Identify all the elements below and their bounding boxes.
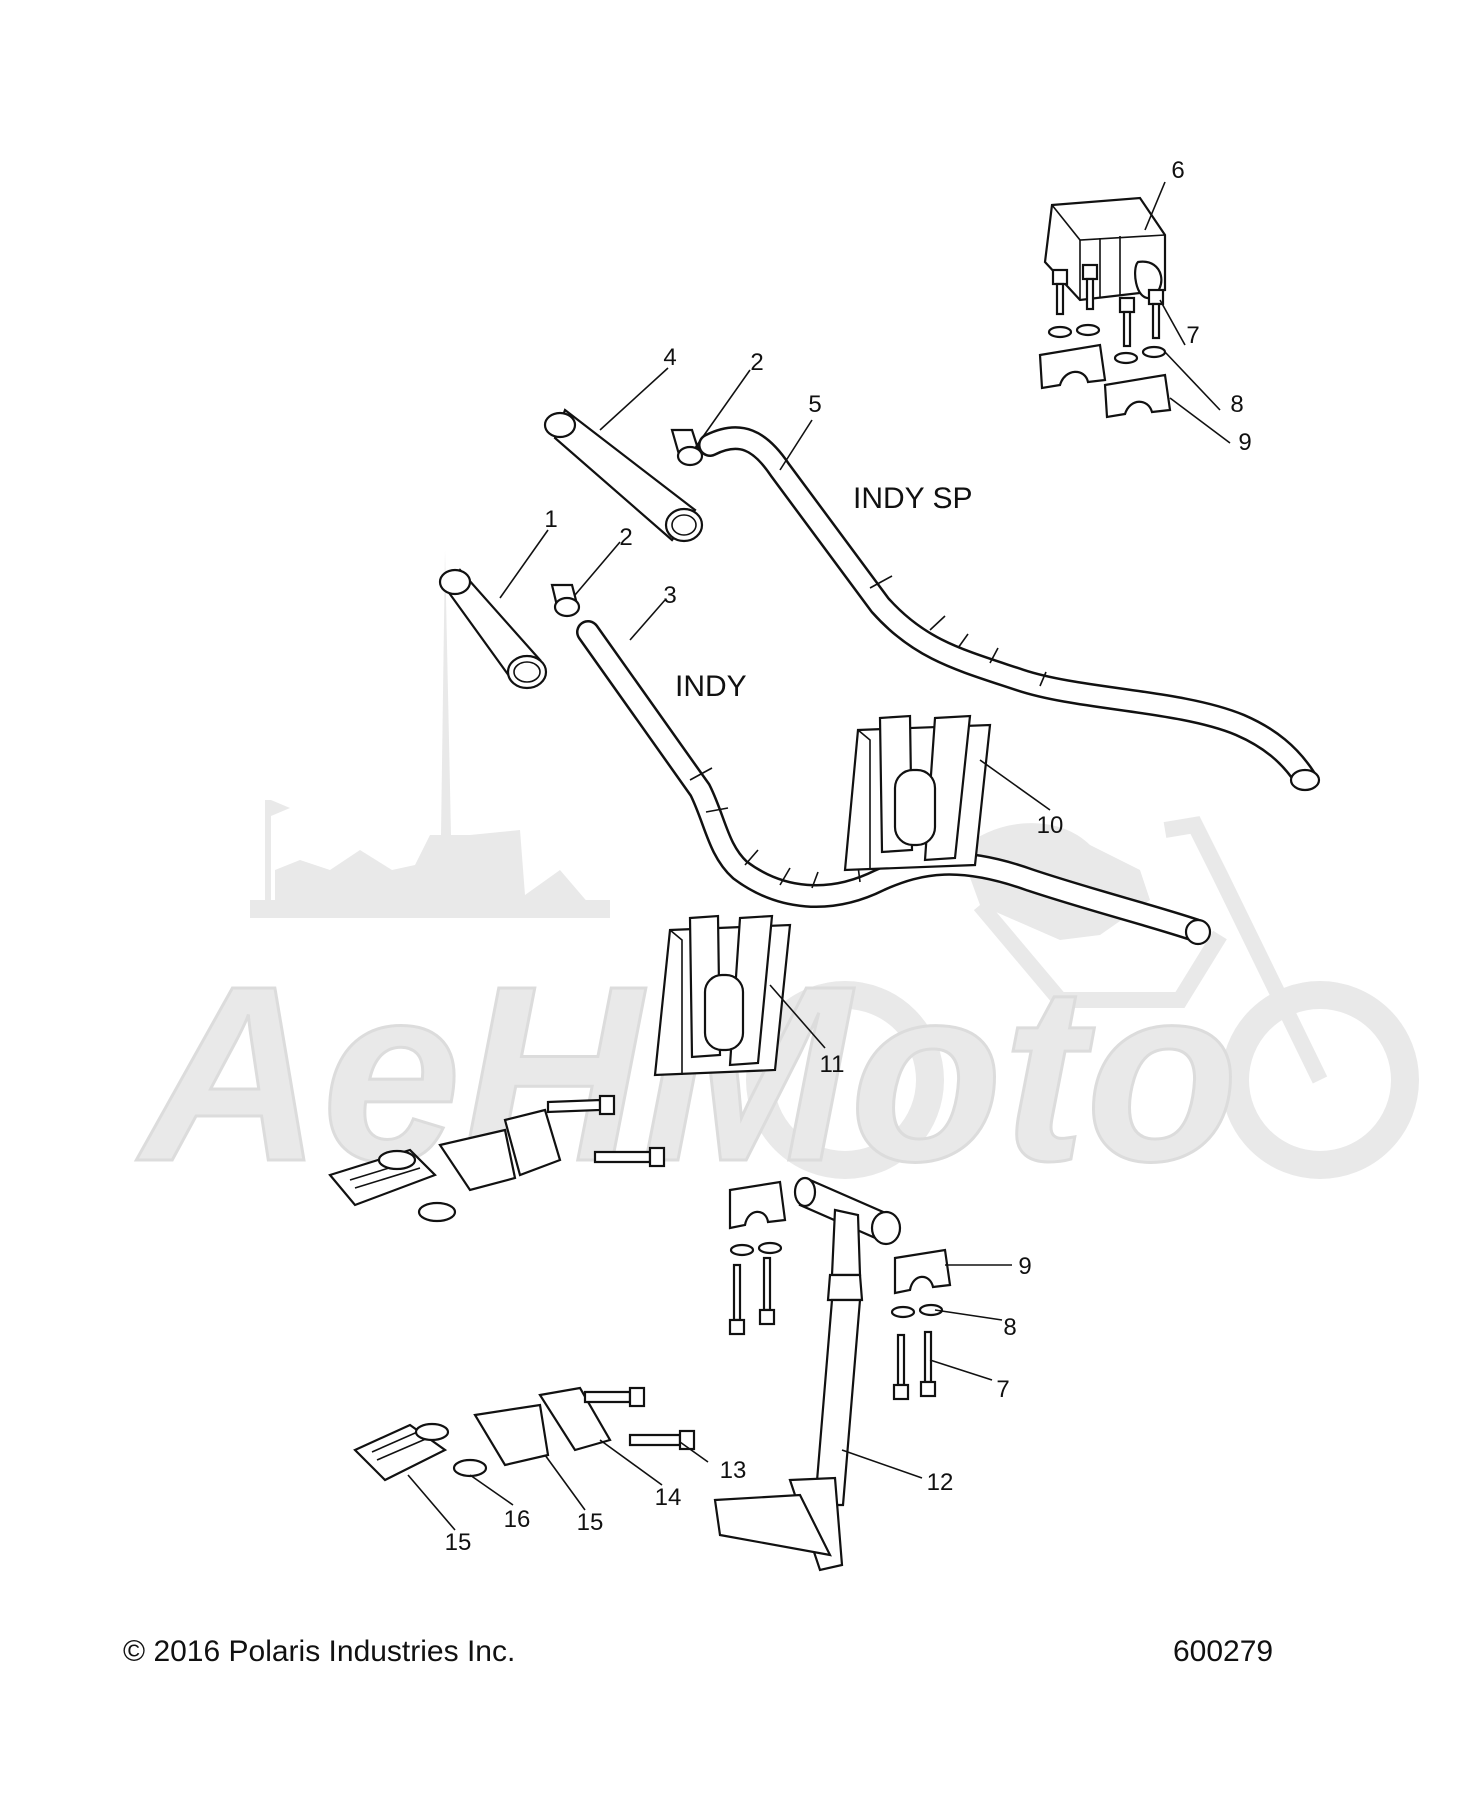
leader-lines	[407, 181, 1231, 1531]
lower-washers	[729, 1241, 944, 1319]
upper-clamps	[1038, 343, 1172, 419]
label-indy: INDY	[675, 670, 747, 703]
part-2-bushing-lower	[550, 583, 581, 618]
callout-5: 5	[808, 391, 821, 418]
callout-14: 14	[655, 1484, 682, 1511]
part-1-grip-tube	[438, 568, 548, 690]
callout-11: 11	[820, 1051, 845, 1078]
part-12-steering-post	[713, 1176, 902, 1572]
lower-linkage-group	[353, 1386, 696, 1482]
callout-13: 13	[720, 1457, 747, 1484]
callout-12: 12	[927, 1469, 954, 1496]
callout-6: 6	[1171, 157, 1184, 184]
callout-8-upper: 8	[1230, 391, 1243, 418]
label-indy-sp: INDY SP	[853, 482, 973, 515]
drawing-number: 600279	[1173, 1635, 1274, 1668]
watermark-skyline	[250, 550, 610, 918]
callout-10: 10	[1037, 812, 1064, 839]
part-2-bushing-upper	[670, 428, 704, 467]
callout-4: 4	[663, 344, 676, 371]
callout-8-lower: 8	[1003, 1314, 1016, 1341]
upper-washers	[1047, 323, 1167, 365]
callout-3: 3	[663, 582, 676, 609]
callout-7-lower: 7	[996, 1376, 1009, 1403]
callout-9-lower: 9	[1018, 1253, 1031, 1280]
callout-2-lower: 2	[619, 524, 632, 551]
lower-bolts	[728, 1256, 937, 1401]
part-6-handlebar-cover	[1043, 196, 1167, 302]
callout-16: 16	[504, 1506, 531, 1533]
callout-numbers: 6 7 8 9 4 2 5 1 2 3 10 11 9 8 7 12 13 14…	[445, 157, 1252, 1556]
callout-7-upper: 7	[1186, 322, 1199, 349]
upper-bolts	[1051, 263, 1165, 348]
callout-9-upper: 9	[1238, 429, 1251, 456]
part-4-grip-tube	[543, 408, 704, 543]
callout-15-right: 15	[577, 1509, 604, 1536]
part-11-riser-block	[653, 914, 792, 1077]
upper-linkage-group	[328, 1094, 666, 1223]
callout-2-upper: 2	[750, 349, 763, 376]
callout-1: 1	[544, 506, 557, 533]
part-10-riser-block	[843, 714, 992, 872]
part-5-handlebar-indy-sp	[698, 426, 1321, 792]
copyright-notice: © 2016 Polaris Industries Inc.	[123, 1635, 516, 1668]
lower-clamps	[728, 1180, 952, 1295]
lower-clamp-hardware	[728, 1180, 952, 1401]
callout-15-left: 15	[445, 1529, 472, 1556]
upper-clamp-hardware	[1038, 263, 1172, 419]
part-3-handlebar-indy	[576, 620, 1212, 946]
